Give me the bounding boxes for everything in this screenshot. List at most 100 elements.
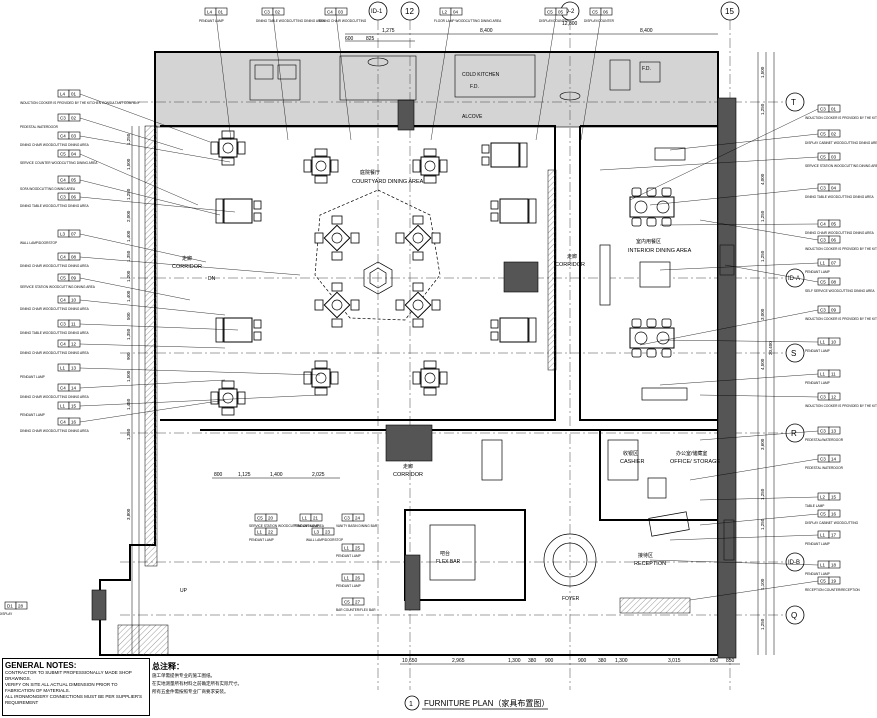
courtyard-centerpiece xyxy=(314,189,441,321)
label-foyer: FOYER xyxy=(562,596,580,602)
left-tag-3-num: 03 xyxy=(71,134,77,139)
wall-hatching xyxy=(117,125,735,656)
top-label-4: FLOOR LAMP WOODCUTTING DINING AREA xyxy=(434,19,502,23)
right-label-3: SERVICE STATION WOODCUTTING DINING AREA xyxy=(805,164,877,168)
bottom-label-4: WALL LAMP/DOORSTOP xyxy=(306,538,343,542)
general-note-1: CONTRACTOR TO SUBMIT PROFESSIONALLY MADE… xyxy=(5,670,132,681)
left-tag-10-code: C4 xyxy=(60,298,66,303)
dims-left: 1,2501,5001,2502,0001,4001,3501,2001,400… xyxy=(126,133,131,520)
grid-right-s: S xyxy=(791,349,796,358)
right-tag-15-code: L2 xyxy=(820,495,826,500)
general-note-2: VERIFY ON SITE ALL ACTUAL DIMENSION PRIO… xyxy=(5,682,118,693)
right-leader-5 xyxy=(659,223,819,226)
top-tag-3-code: C4 xyxy=(327,10,333,15)
right-tag-13: C3 13 xyxy=(817,426,841,435)
right-tag-17-num: 17 xyxy=(831,533,837,538)
top-leader-1 xyxy=(215,14,232,141)
dims_middle-4: 2,025 xyxy=(312,472,325,478)
dims_left-5: 1,400 xyxy=(126,230,131,242)
left-tag-12-code: C4 xyxy=(60,342,66,347)
label-fd-2: F.D. xyxy=(642,66,651,72)
dims_middle-2: 1,125 xyxy=(238,472,251,478)
left-tag-16-num: 16 xyxy=(71,420,77,425)
bottom-tag-2-code: L1 xyxy=(302,516,308,521)
right-tag-13-code: C3 xyxy=(820,429,826,434)
right-label-7: PENDANT LAMP xyxy=(805,270,830,274)
right-tag-12-code: C3 xyxy=(820,395,826,400)
right-leader-19 xyxy=(689,580,819,601)
dims_left-9: 500 xyxy=(126,312,131,320)
left-label-7: WALL LAMP/DOORSTOP xyxy=(20,241,57,245)
right-tag-7-code: L1 xyxy=(820,261,826,266)
right-label-17: PENDANT LAMP xyxy=(805,542,830,546)
left-tag-16-code: C4 xyxy=(60,420,66,425)
left-label-9: SERVICE STATION WOODCUTTING DINING AREA xyxy=(20,285,96,289)
label-bar: FLEX BAR xyxy=(436,559,461,565)
top-leader-4 xyxy=(430,14,452,141)
dims_left-4: 2,000 xyxy=(126,210,131,222)
dims_left-14: 1,350 xyxy=(126,428,131,440)
grid-top-3: ID-2 xyxy=(563,9,575,15)
bottom-tag-3-num: 22 xyxy=(268,530,274,535)
left-label-6: DINING TABLE WOODCUTTING DINING AREA xyxy=(20,204,89,208)
left-leader-8 xyxy=(79,256,301,276)
bottom-label-3: PENDANT LAMP xyxy=(249,538,274,542)
right-tag-13-num: 13 xyxy=(831,429,837,434)
right-leader-11 xyxy=(659,373,819,386)
left-label-16: DINING CHAIR WOODCUTTING DINING AREA xyxy=(20,429,90,433)
right-tag-8-code: C5 xyxy=(820,280,826,285)
top-leader-2 xyxy=(272,14,289,141)
top-tag-6-num: 06 xyxy=(603,10,609,15)
left-leader-4 xyxy=(79,153,199,206)
right-leader-16 xyxy=(699,513,819,526)
left-leader-9 xyxy=(79,277,191,301)
label-reception-cn: 接待区 xyxy=(638,552,653,559)
right-label-4: DINING TABLE WOODCUTTING DINING AREA xyxy=(805,195,874,199)
left-leader-15 xyxy=(79,394,321,407)
left-tag-14-code: C4 xyxy=(60,386,66,391)
left-tag-4-code: C5 xyxy=(60,152,66,157)
left-tag-1-code: L4 xyxy=(60,92,66,97)
bottom-tag-1-code: C5 xyxy=(257,516,263,521)
bottom-tag-8-code: C5 xyxy=(344,600,350,605)
left-tag-13-code: L1 xyxy=(60,366,66,371)
top-tag-3-num: 03 xyxy=(338,10,344,15)
left-tag-8-code: C4 xyxy=(60,255,66,260)
top-tag-1-code: L4 xyxy=(207,10,213,15)
dims_right-10: 1,250 xyxy=(760,488,765,500)
dims_right-11: 1,250 xyxy=(760,518,765,530)
right-tag-11-num: 11 xyxy=(831,372,836,377)
dims_left-3: 1,250 xyxy=(126,188,131,200)
grid-top-1: ID-1 xyxy=(371,9,383,15)
left-tag-14-num: 14 xyxy=(71,386,77,391)
label-cashier-cn: 收银区 xyxy=(623,450,638,457)
top-tag-1-num: 01 xyxy=(218,10,224,15)
right-label-11: PENDANT LAMP xyxy=(805,381,830,385)
right-label-19: RECEPTION COUNTER/RECEPTION xyxy=(805,588,860,592)
top-tag-5-code: C5 xyxy=(547,10,553,15)
right-tag-11-code: L1 xyxy=(820,372,826,377)
dims_right-8: 20,400 xyxy=(768,341,773,355)
right-grid-bubbles xyxy=(785,92,805,625)
right-label-15: TABLE LAMP xyxy=(805,504,824,508)
dims_right-3: 4,000 xyxy=(760,173,765,185)
notes-cn-1: 施工单需提供专业的施工图纸。 xyxy=(152,673,215,678)
bottom-label-1: SERVICE STATION WOODCUTTING DINING AREA xyxy=(249,524,325,528)
left-tag-15-code: L1 xyxy=(60,404,66,409)
left-leader-14 xyxy=(79,379,226,389)
